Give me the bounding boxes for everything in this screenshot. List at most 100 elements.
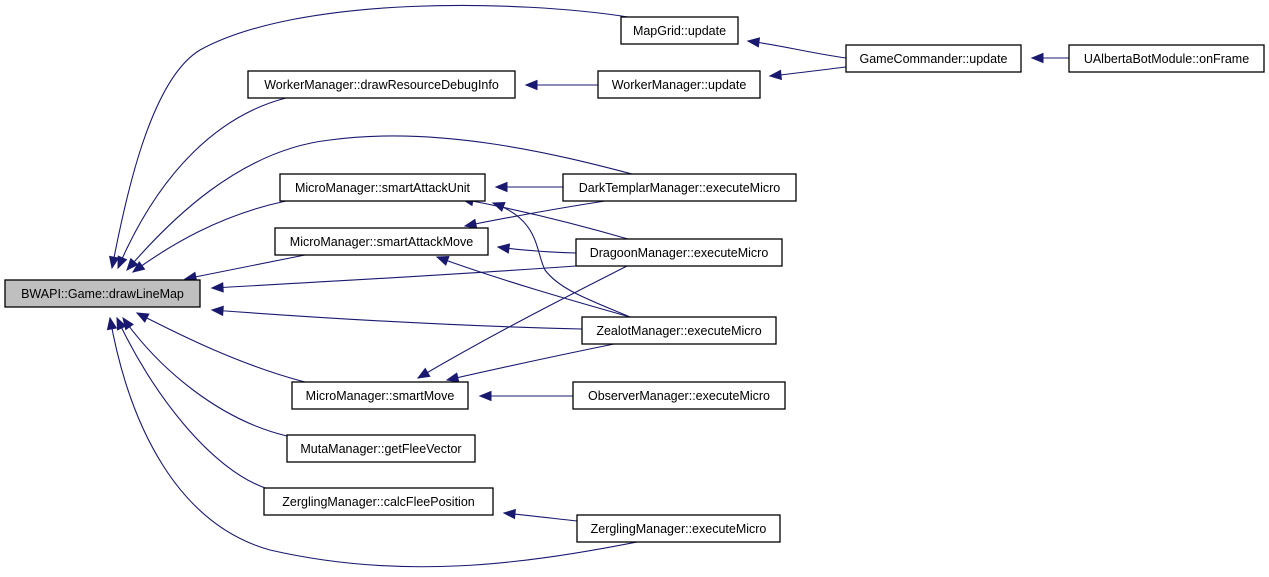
node-observerExecuteMicro[interactable]: ObserverManager::executeMicro — [572, 381, 786, 410]
node-label[interactable]: GameCommander::update — [860, 52, 1008, 66]
edge-calcFleePosition-to-drawLineMap — [116, 316, 269, 490]
edge-line — [436, 256, 631, 318]
arrowhead-icon — [135, 312, 150, 323]
edge-smartAttackUnit-to-drawLineMap — [131, 200, 287, 273]
node-calcFleePosition[interactable]: ZerglingManager::calcFleePosition — [263, 487, 494, 516]
arrowhead-icon — [435, 256, 450, 266]
edge-darkTemplarExecuteMicro-to-smartAttackMove — [463, 200, 606, 229]
arrowhead-icon — [131, 260, 146, 273]
arrowhead-icon — [768, 69, 782, 81]
node-onFrame[interactable]: UAlbertaBotModule::onFrame — [1068, 44, 1265, 73]
node-workerManagerUpdate[interactable]: WorkerManager::update — [597, 70, 761, 99]
edge-line — [111, 4, 629, 269]
node-label[interactable]: MicroManager::smartAttackMove — [290, 235, 473, 249]
edge-zerglingExecuteMicro-to-calcFleePosition — [502, 508, 578, 522]
node-drawLineMap[interactable]: BWAPI::Game::drawLineMap — [4, 279, 201, 308]
node-label[interactable]: DragoonManager::executeMicro — [590, 246, 769, 260]
arrowhead-icon — [116, 316, 127, 331]
arrowhead-icon — [210, 282, 224, 293]
node-mutaGetFleeVector[interactable]: MutaManager::getFleeVector — [286, 434, 476, 463]
node-label[interactable]: ZerglingManager::calcFleePosition — [282, 495, 475, 509]
edge-onFrame-to-gameCommanderUpdate — [1030, 52, 1069, 64]
node-box[interactable] — [247, 70, 516, 99]
node-label[interactable]: ZerglingManager::executeMicro — [591, 522, 767, 536]
edge-dragoonExecuteMicro-to-smartAttackMove — [496, 243, 577, 254]
arrowhead-icon — [496, 243, 511, 254]
edge-line — [492, 202, 631, 318]
node-box[interactable] — [291, 381, 469, 410]
node-box[interactable] — [845, 44, 1022, 73]
node-label[interactable]: UAlbertaBotModule::onFrame — [1084, 52, 1249, 66]
edge-gameCommanderUpdate-to-workerManagerUpdate — [768, 66, 847, 81]
node-zealotExecuteMicro[interactable]: ZealotManager::executeMicro — [581, 316, 777, 345]
edge-workerManagerUpdate-to-drawResourceDebugInfo — [524, 79, 598, 91]
node-darkTemplarExecuteMicro[interactable]: DarkTemplarManager::executeMicro — [562, 173, 797, 202]
edge-line — [184, 254, 306, 280]
node-label[interactable]: WorkerManager::update — [612, 78, 747, 92]
edge-zealotExecuteMicro-to-smartMove — [445, 343, 615, 383]
node-label[interactable]: DarkTemplarManager::executeMicro — [579, 181, 781, 195]
node-box[interactable] — [575, 238, 783, 267]
node-label[interactable]: ObserverManager::executeMicro — [588, 389, 770, 403]
arrowhead-icon — [478, 390, 492, 402]
node-box[interactable] — [279, 173, 486, 202]
edge-line — [126, 135, 633, 271]
node-box[interactable] — [581, 316, 777, 345]
edge-dragoonExecuteMicro-to-drawLineMap — [210, 265, 577, 293]
node-box[interactable] — [620, 16, 739, 45]
edge-smartMove-to-drawLineMap — [135, 312, 306, 383]
arrowhead-icon — [106, 316, 118, 331]
edge-mutaGetFleeVector-to-drawLineMap — [122, 316, 288, 437]
node-drawResourceDebugInfo[interactable]: WorkerManager::drawResourceDebugInfo — [247, 70, 516, 99]
arrowhead-icon — [746, 37, 761, 48]
node-mapGridUpdate[interactable]: MapGrid::update — [620, 16, 739, 45]
arrowhead-icon — [445, 372, 460, 383]
arrowhead-icon — [210, 305, 224, 317]
edge-darkTemplarExecuteMicro-to-smartAttackUnit — [494, 181, 563, 193]
edge-zealotExecuteMicro-to-drawLineMap — [210, 305, 583, 330]
edge-line — [446, 343, 615, 381]
node-label[interactable]: MicroManager::smartMove — [306, 389, 455, 403]
node-gameCommanderUpdate[interactable]: GameCommander::update — [845, 44, 1022, 73]
node-zerglingExecuteMicro[interactable]: ZerglingManager::executeMicro — [576, 514, 781, 543]
node-dragoonExecuteMicro[interactable]: DragoonManager::executeMicro — [575, 238, 783, 267]
edge-line — [132, 200, 287, 273]
arrowhead-icon — [502, 508, 516, 520]
edge-line — [464, 200, 606, 227]
edge-smartAttackMove-to-drawLineMap — [183, 254, 306, 282]
node-box[interactable] — [263, 487, 494, 516]
node-box[interactable] — [1068, 44, 1265, 73]
node-label[interactable]: MapGrid::update — [633, 24, 726, 38]
edges-layer — [106, 4, 1069, 568]
arrowhead-icon — [416, 367, 431, 379]
node-box[interactable] — [576, 514, 781, 543]
arrowhead-icon — [463, 218, 478, 229]
node-box[interactable] — [562, 173, 797, 202]
arrowhead-icon — [524, 79, 538, 91]
node-label[interactable]: MicroManager::smartAttackUnit — [295, 181, 471, 195]
edge-line — [136, 312, 306, 383]
arrowhead-icon — [491, 201, 506, 212]
node-box[interactable] — [286, 434, 476, 463]
node-label[interactable]: ZealotManager::executeMicro — [596, 324, 761, 338]
node-box[interactable] — [597, 70, 761, 99]
node-label[interactable]: WorkerManager::drawResourceDebugInfo — [264, 78, 499, 92]
edge-line — [417, 265, 628, 379]
edge-line — [211, 265, 577, 289]
arrowhead-icon — [126, 257, 139, 272]
edge-line — [461, 198, 629, 240]
node-box[interactable] — [572, 381, 786, 410]
node-label[interactable]: MutaManager::getFleeVector — [300, 442, 461, 456]
node-box[interactable] — [4, 279, 201, 308]
edge-line — [122, 317, 288, 437]
node-box[interactable] — [274, 227, 489, 256]
node-smartAttackMove[interactable]: MicroManager::smartAttackMove — [274, 227, 489, 256]
edge-dragoonExecuteMicro-to-smartMove — [416, 265, 628, 379]
edge-observerExecuteMicro-to-smartMove — [478, 390, 573, 402]
edge-gameCommanderUpdate-to-mapGridUpdate — [746, 37, 847, 59]
edge-line — [117, 97, 287, 269]
node-smartAttackUnit[interactable]: MicroManager::smartAttackUnit — [279, 173, 486, 202]
node-label[interactable]: BWAPI::Game::drawLineMap — [21, 287, 184, 301]
node-smartMove[interactable]: MicroManager::smartMove — [291, 381, 469, 410]
